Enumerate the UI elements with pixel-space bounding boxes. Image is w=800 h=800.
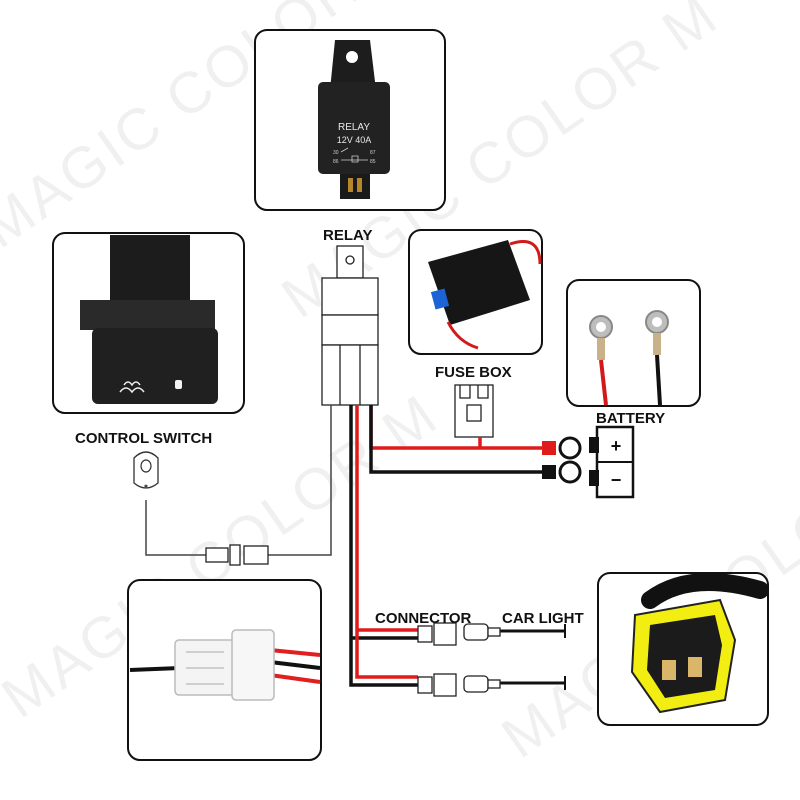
label-battery: BATTERY <box>596 410 665 427</box>
relay-mount-tab <box>330 40 376 90</box>
fuse-red-wire-bottom <box>446 321 479 350</box>
switch-symbol-body <box>133 451 159 489</box>
switch-symbol-mark: ✱ <box>144 484 148 490</box>
battery-minus-sign: − <box>611 470 622 490</box>
connector-ribs <box>186 651 224 685</box>
h11-wire-loom <box>641 573 769 609</box>
fog-light-icon <box>119 381 145 394</box>
ring-negative-wire <box>655 354 662 406</box>
fuse-box-photo-panel <box>408 229 543 355</box>
switch-button-face <box>92 328 218 404</box>
relay-photo-panel: RELAY 12V 40A 30 87 86 85 <box>254 29 446 211</box>
relay-pin-terminal <box>348 178 353 192</box>
crimp-sleeve <box>597 338 605 360</box>
switch-connector-flange <box>229 544 241 566</box>
h11-black-housing <box>647 615 722 698</box>
label-relay: RELAY <box>323 227 372 244</box>
battery-post-negative <box>589 470 599 486</box>
ring-positive-wire <box>599 359 608 406</box>
connector-1-female <box>433 622 457 646</box>
h11-pin-icon <box>688 657 702 677</box>
relay-schematic-icon <box>340 147 368 163</box>
switch-signal-wire <box>145 405 332 556</box>
label-car-light: CAR LIGHT <box>502 610 584 627</box>
relay-photo-line1: RELAY <box>338 122 370 133</box>
connector-1-male <box>417 625 433 643</box>
switch-symbol-button-icon <box>140 459 152 473</box>
relay-symbol-mid <box>321 314 379 346</box>
battery-symbol: + − <box>589 425 635 499</box>
switch-connector-male <box>205 547 229 563</box>
light-connectors <box>417 622 501 697</box>
switch-connector <box>205 544 269 566</box>
connector-2-male <box>417 676 433 694</box>
switch-housing-top <box>110 235 190 305</box>
fuse-blue-blade <box>430 288 450 310</box>
connector-housing-female <box>231 629 275 701</box>
h11-photo-panel <box>597 572 769 726</box>
relay-symbol-dividers <box>339 345 361 405</box>
switch-symbol: ✱ <box>133 451 159 490</box>
relay-pin-terminal <box>357 178 362 192</box>
relay-photo-line2: 12V 40A <box>337 135 372 145</box>
switch-connector-female <box>243 545 269 565</box>
switch-clip-flange <box>80 300 215 330</box>
label-connector: CONNECTOR <box>375 610 472 627</box>
connector-2-female <box>433 673 457 697</box>
switch-indicator-led <box>175 380 182 389</box>
relay-socket <box>340 174 370 199</box>
battery-lugs <box>542 436 582 484</box>
relay-symbol <box>321 245 379 406</box>
label-fuse-box: FUSE BOX <box>435 364 512 381</box>
relay-symbol-bottom <box>321 344 379 406</box>
light-ground-wire <box>349 405 418 687</box>
car-light-wires <box>500 629 565 685</box>
fuse-symbol-blades <box>459 385 489 399</box>
light-power-wire <box>355 405 418 679</box>
relay-symbol-top <box>321 277 379 316</box>
battery-ground-wire <box>369 405 553 474</box>
relay-symbol-hole-icon <box>345 255 355 265</box>
relay-symbol-tab <box>336 245 364 279</box>
fuse-red-wire-top <box>509 240 542 265</box>
connector-photo-panel <box>127 579 322 761</box>
battery-plus-sign: + <box>611 436 622 456</box>
fuse-symbol-element <box>466 404 482 422</box>
relay-pin-87: 87 <box>370 150 376 156</box>
car-light-plug-1-tip <box>487 627 501 637</box>
relay-pin-85: 85 <box>370 159 376 165</box>
battery-terminal-photo-panel <box>566 279 701 407</box>
negative-lug-sleeve <box>542 465 556 479</box>
battery-post-positive <box>589 437 599 453</box>
car-light-plug-2 <box>463 675 489 693</box>
connector-black-wire <box>129 666 181 672</box>
connector-black-wire-2 <box>269 660 321 670</box>
h11-pin-icon <box>662 660 676 680</box>
car-light-plug-2-tip <box>487 679 501 689</box>
ring-hole <box>596 322 606 332</box>
negative-ring-lug-icon <box>558 460 582 484</box>
relay-pin-30: 30 <box>333 150 339 156</box>
ring-hole <box>652 317 662 327</box>
wire-layer <box>145 405 566 690</box>
relay-mount-hole-icon <box>346 51 358 63</box>
positive-ring-lug-icon <box>558 436 582 460</box>
relay-pin-86: 86 <box>333 159 339 165</box>
positive-lug-sleeve <box>542 441 556 455</box>
connector-red-wires <box>269 648 321 684</box>
switch-photo-panel <box>52 232 245 414</box>
battery-terminal-photo-frame <box>566 279 701 407</box>
fuse-holder-body <box>428 240 530 325</box>
relay-body <box>318 82 390 174</box>
fuse-symbol <box>454 384 494 438</box>
label-control-switch: CONTROL SWITCH <box>75 430 212 447</box>
crimp-sleeve <box>653 333 661 355</box>
